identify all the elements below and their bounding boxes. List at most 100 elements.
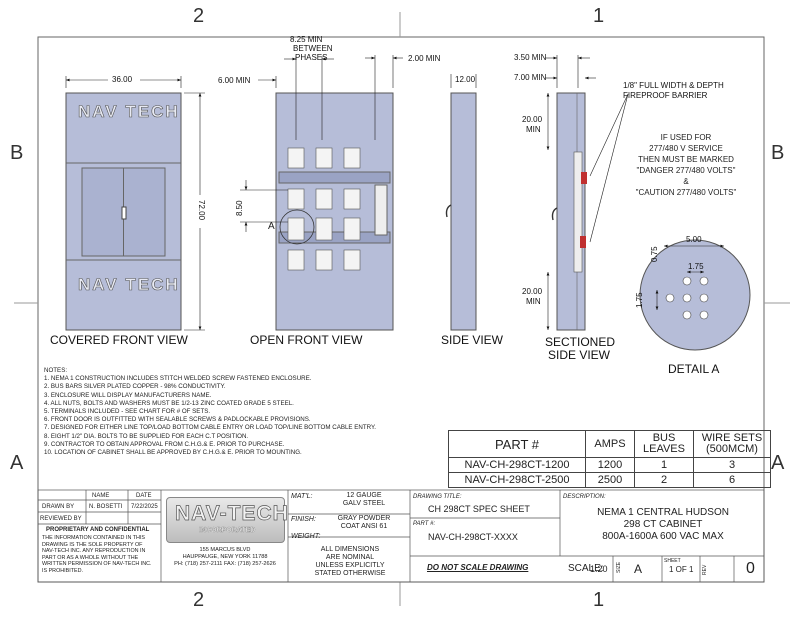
scale-label: SCALE: — [568, 563, 604, 574]
dim-20-top-b: MIN — [526, 125, 541, 134]
zone-row-b-left: B — [10, 142, 24, 164]
side-view — [445, 74, 477, 331]
title-block-grid — [37, 489, 765, 583]
zone-col-right-top: 1 — [593, 5, 605, 27]
prop-line: IS PROHIBITED. — [42, 567, 84, 574]
zone-row-a-right: A — [771, 452, 785, 474]
dim-phase-3: PHASES — [295, 53, 328, 62]
size: A — [634, 562, 643, 576]
service-line-1: IF USED FOR — [660, 133, 712, 142]
cell-amps: 2500 — [585, 472, 635, 488]
proprietary-title: PROPRIETARY AND CONFIDENTIAL — [46, 527, 150, 533]
drawn-by-label: DRAWN BY — [42, 504, 75, 510]
dim-detail-500: 5.00 — [686, 235, 702, 244]
general-notes: NOTES: 1. NEMA 1 CONSTRUCTION INCLUDES S… — [44, 367, 376, 457]
service-note: IF USED FOR 277/480 V SERVICE THEN MUST … — [630, 132, 742, 198]
notes-title: NOTES: — [44, 367, 68, 374]
note-item: 9. CONTRACTOR TO OBTAIN APPROVAL FROM C.… — [44, 440, 285, 448]
scale: 1:20 — [590, 564, 608, 574]
dim-phase-1: 8.25 MIN — [290, 35, 323, 44]
dim-20-bot-a: 20.00 — [522, 287, 543, 296]
dim-height: 72.00 — [197, 200, 206, 221]
dim-20-bot-b: MIN — [526, 297, 541, 306]
cell-bus: 2 — [634, 472, 694, 488]
material-line: 12 GAUGE — [346, 492, 382, 499]
zone-col-left-bottom: 2 — [193, 589, 205, 611]
note-item: 6. FRONT DOOR IS OUTFITTED WITH SEALABLE… — [44, 416, 311, 424]
rev-label: REV — [702, 564, 708, 575]
dim-min-2: 2.00 MIN — [408, 54, 441, 63]
panel-brand-top: NAV TECH — [78, 102, 180, 121]
col-bus-leaves: BUS LEAVES — [634, 430, 694, 458]
cell-bus: 1 — [634, 457, 694, 473]
covered-front-view — [65, 76, 205, 331]
detail-callout: A — [268, 221, 275, 232]
open-front-view — [240, 55, 403, 331]
sheet: 1 OF 1 — [669, 565, 694, 574]
zone-row-a-left: A — [10, 452, 24, 474]
finish: GRAY POWDER COAT ANSI 61 — [322, 515, 406, 531]
service-line-3: THEN MUST BE MARKED — [638, 155, 734, 164]
prop-line: DRAWING IS THE SOLE PROPERTY OF — [42, 541, 143, 548]
prop-line: THE INFORMATION CONTAINED IN THIS — [42, 535, 146, 541]
proprietary-text: THE INFORMATION CONTAINED IN THIS DRAWIN… — [42, 535, 152, 574]
nominal-line: ARE NOMINAL — [325, 554, 375, 561]
note-item: 5. TERMINALS INCLUDED - SEE CHART FOR # … — [44, 408, 211, 416]
description-label: DESCRIPTION: — [563, 494, 606, 500]
dim-detail-175b: 1.75 — [635, 292, 644, 308]
note-barrier-2: FIREPROOF BARRIER — [623, 91, 708, 100]
desc-line: NEMA 1 CENTRAL HUDSON — [597, 507, 729, 518]
material-label: MAT'L: — [291, 493, 313, 500]
note-item: 4. ALL NUTS, BOLTS AND WASHERS MUST BE 1… — [44, 399, 294, 407]
service-line-5: & — [683, 177, 689, 186]
dim-detail-075: 0.75 — [650, 246, 659, 262]
cell-part: NAV-CH-298CT-2500 — [448, 472, 586, 488]
detail-a — [639, 239, 751, 351]
drawing-title-label: DRAWING TITLE: — [413, 494, 462, 500]
note-barrier-1: 1/8" FULL WIDTH & DEPTH — [623, 81, 724, 90]
desc-line: 800A-1600A 600 VAC MAX — [602, 531, 724, 542]
col-part: PART # — [448, 430, 586, 458]
dim-width: 36.00 — [112, 75, 133, 84]
service-line-4: "DANGER 277/480 VOLTS" — [636, 166, 736, 175]
prop-line: NAV-TECH INC. ANY REPRODUCTION IN — [42, 548, 146, 554]
zone-row-b-right: B — [771, 142, 785, 164]
col-amps: AMPS — [585, 430, 635, 458]
logo-main: NAV-TECH — [175, 502, 289, 525]
note-item: 3. ENCLOSURE WILL DISPLAY MANUFACTURERS … — [44, 391, 212, 399]
note-item: 8. EIGHT 1/2" DIA. BOLTS TO BE SUPPLIED … — [44, 432, 249, 440]
dim-min-6: 6.00 MIN — [218, 76, 251, 85]
table-row: NAV-CH-298CT-1200 1200 1 3 — [448, 457, 771, 473]
prop-line: WRITTEN PERMISSION OF NAV-TECH INC. — [42, 561, 152, 567]
service-line-2: 277/480 V SERVICE — [649, 144, 723, 153]
dim-detail-175a: 1.75 — [688, 262, 704, 271]
cell-amps: 1200 — [585, 457, 635, 473]
note-item: 1. NEMA 1 CONSTRUCTION INCLUDES STITCH W… — [44, 375, 312, 383]
weight-label: WEIGHT: — [291, 533, 321, 540]
drawn-by: N. BOSETTI — [89, 504, 123, 510]
dim-min-350: 3.50 MIN — [514, 53, 547, 62]
nominal-line: UNLESS EXPLICITLY — [315, 562, 385, 569]
description: NEMA 1 CENTRAL HUDSON 298 CT CABINET 800… — [563, 507, 763, 543]
address-line: HAUPPAUGE, NEW YORK 11788 — [182, 554, 268, 560]
zone-col-left-top: 2 — [193, 5, 205, 27]
parts-table: PART # AMPS BUS LEAVES WIRE SETS (500MCM… — [448, 430, 771, 488]
revision: 0 — [746, 560, 755, 577]
part-label: PART #: — [413, 521, 436, 527]
size-label: SIZE — [616, 561, 622, 573]
cell-part: NAV-CH-298CT-1200 — [448, 457, 586, 473]
sheet-label: SHEET — [664, 558, 681, 564]
label-side-view: SIDE VIEW — [441, 333, 504, 347]
label-sectioned-side-view: SIDE VIEW — [548, 348, 611, 362]
dim-phase-2: BETWEEN — [293, 44, 333, 53]
cell-wire: 6 — [693, 472, 771, 488]
finish-line: COAT ANSI 61 — [340, 523, 388, 530]
material: 12 GAUGE GALV STEEL — [322, 492, 406, 508]
zone-col-right-bottom: 1 — [593, 589, 605, 611]
panel-brand-bottom: NAV TECH — [78, 275, 180, 294]
note-item: 10. LOCATION OF CABINET SHALL BE APPROVE… — [44, 449, 302, 457]
nominal-line: ALL DIMENSIONS — [320, 546, 380, 553]
reviewed-by-label: REVIEWED BY — [40, 516, 82, 522]
service-line-6: "CAUTION 277/480 VOLTS" — [635, 188, 737, 197]
dim-850: 8.50 — [235, 200, 244, 216]
